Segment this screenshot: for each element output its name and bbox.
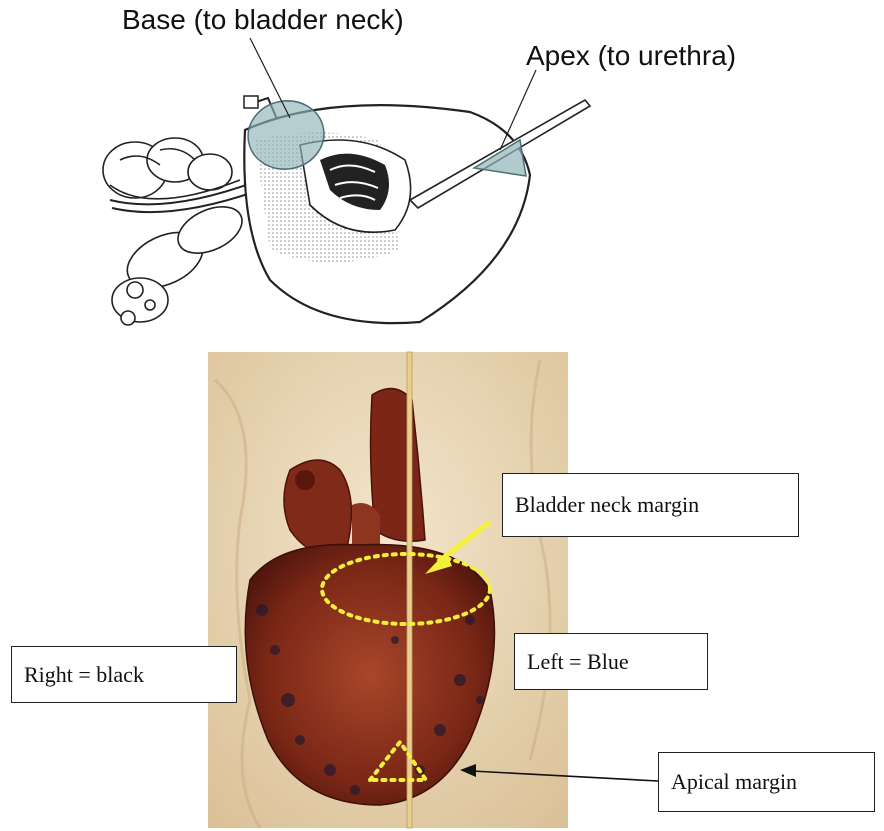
right-ink-label: Right = black — [11, 646, 237, 703]
bladder-neck-margin-label: Bladder neck margin — [502, 473, 799, 537]
prostate-diagram — [100, 38, 590, 343]
apical-margin-label: Apical margin — [658, 752, 875, 812]
left-ink-label: Left = Blue — [514, 633, 708, 690]
specimen-photo — [208, 352, 568, 828]
